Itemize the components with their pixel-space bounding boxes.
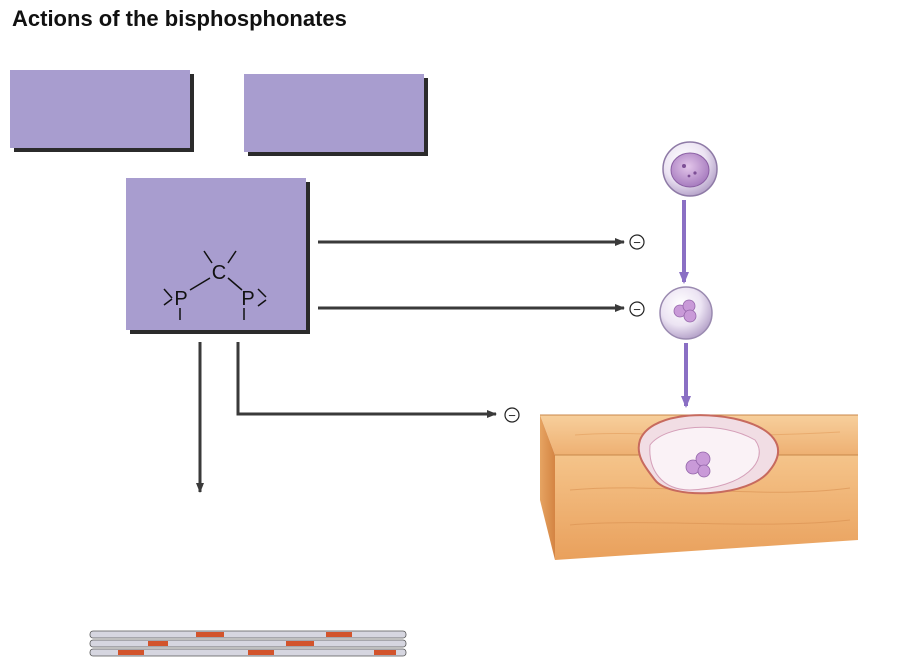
svg-text:−: − — [633, 302, 641, 317]
phosphorus-atom-left: P — [174, 288, 187, 310]
carbon-atom: C — [212, 262, 226, 284]
inhibit-icon: − — [629, 301, 645, 317]
bisphosphonate-structure — [163, 250, 267, 320]
svg-text:−: − — [508, 408, 516, 423]
label-box-top-left — [10, 70, 190, 148]
inhibit-icon: − — [504, 407, 520, 423]
inhibit-icon: − — [629, 234, 645, 250]
bisphosphonate-structure-box — [126, 178, 306, 330]
svg-text:−: − — [633, 235, 641, 250]
bone-surface-icon — [540, 414, 858, 560]
diagram-title: Actions of the bisphosphonates — [12, 6, 347, 31]
label-box-top-right — [244, 74, 424, 152]
collagen-fibrils-icon — [89, 630, 407, 657]
phosphorus-atom-right: P — [241, 288, 254, 310]
precursor-cell-icon — [662, 141, 718, 197]
arrow-to-bone-resorption — [236, 342, 497, 418]
osteoclast-cell-icon — [659, 286, 713, 340]
